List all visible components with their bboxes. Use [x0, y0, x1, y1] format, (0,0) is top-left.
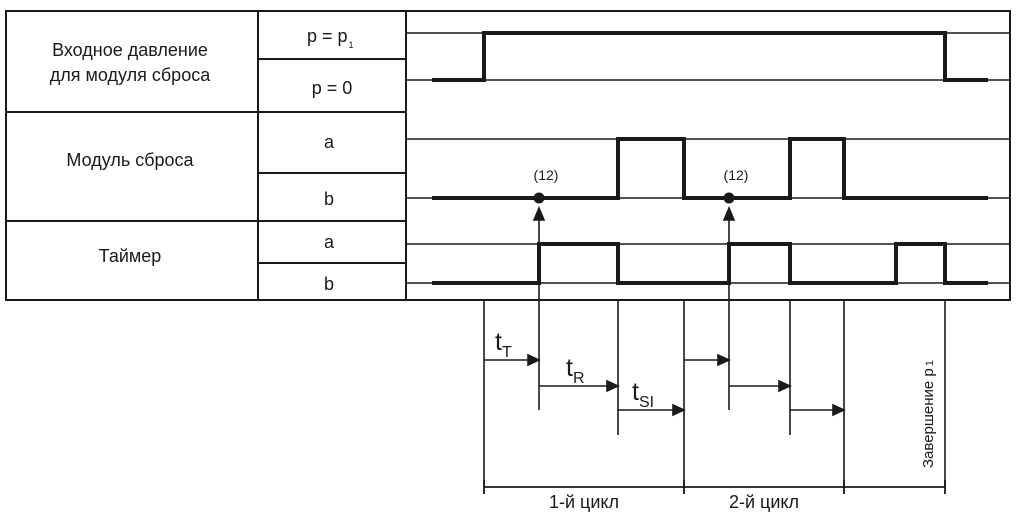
end-pressure-label: Завершение p1: [920, 360, 937, 468]
signal-timer: [432, 242, 988, 285]
cycle-bracket: [483, 480, 946, 494]
reset-module-label: Модуль сброса: [66, 150, 194, 170]
label-table: [5, 10, 1011, 301]
marker-label-1: (12): [534, 167, 559, 183]
marker-dot-1: [533, 192, 545, 204]
input-pressure-label-line2: для модуля сброса: [50, 65, 211, 85]
reset-state-b: b: [324, 189, 334, 209]
label-t-SI: tSI: [632, 378, 654, 411]
timer-label: Таймер: [99, 246, 162, 266]
reset-state-a: a: [324, 132, 335, 152]
interval-arrows: [484, 205, 846, 417]
input-pressure-label-line1: Входное давление: [52, 40, 208, 60]
timer-state-b: b: [324, 274, 334, 294]
state-p-high: p = p1: [307, 26, 354, 50]
cycle-1-label: 1-й цикл: [549, 492, 619, 512]
signal-reset-module: [432, 137, 988, 200]
marker-label-2: (12): [724, 167, 749, 183]
marker-dot-2: [723, 192, 735, 204]
state-p-zero: p = 0: [312, 78, 353, 98]
cycle-2-label: 2-й цикл: [729, 492, 799, 512]
signal-input-pressure: [432, 31, 988, 82]
state-p-high-text: p = p: [307, 26, 348, 46]
timer-state-a: a: [324, 232, 335, 252]
state-p-high-sub: 1: [349, 40, 354, 50]
label-t-T: tT: [495, 328, 512, 361]
label-t-R: tR: [566, 354, 585, 387]
reference-lines: [483, 300, 946, 487]
